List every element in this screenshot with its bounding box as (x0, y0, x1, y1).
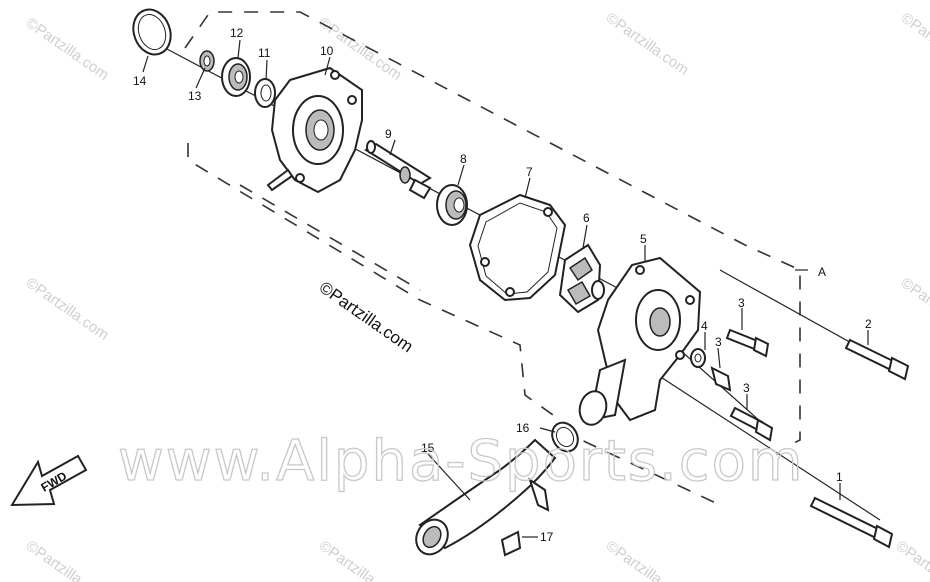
corner-watermark: ©Partzilla.com (603, 537, 692, 582)
part-number: 10 (320, 44, 334, 58)
part-number: 4 (701, 319, 708, 333)
exploded-view-frame (184, 11, 808, 506)
part-number: 3 (738, 296, 745, 310)
bearing (221, 57, 251, 97)
pipe-o-ring (551, 421, 579, 453)
washer (690, 348, 706, 368)
mechanical-seal (436, 184, 468, 226)
part-number: 13 (188, 89, 202, 103)
pump-body (578, 256, 702, 426)
leader-lines (142, 39, 869, 538)
long-bolt-upper (844, 338, 910, 381)
bolt-lower (729, 406, 774, 442)
part-number: 1 (836, 470, 843, 484)
part-number: 7 (526, 165, 533, 179)
part-number-labels: 14 13 12 11 10 9 8 7 6 5 3 2 4 3 3 16 15… (133, 26, 872, 544)
corner-watermark: ©Partzilla.com (603, 9, 692, 79)
drain-bolt (710, 366, 732, 392)
corner-watermark: ©Partzilla.com (23, 537, 112, 582)
water-pipe (415, 438, 557, 556)
long-bolt-lower (809, 496, 894, 549)
part-number: 17 (540, 530, 554, 544)
small-washer (199, 50, 215, 72)
pump-shaft (364, 140, 432, 200)
seal-ring (254, 78, 276, 108)
corner-watermark: ©Partzilla.com (316, 537, 405, 582)
corner-watermark: ©Partzilla.com (23, 14, 112, 84)
part-number: 14 (133, 74, 147, 88)
part-number: 16 (516, 421, 530, 435)
part-number: 8 (460, 152, 467, 166)
bolt-upper (725, 328, 770, 358)
part-number: 11 (258, 46, 271, 60)
forward-direction-arrow: FWD (10, 454, 88, 507)
part-number: 6 (583, 211, 590, 225)
part-number: 9 (385, 127, 392, 141)
part-number: 12 (230, 26, 244, 40)
part-number: 3 (743, 381, 750, 395)
part-number: 3 (715, 335, 722, 349)
corner-watermark: ©Partzilla.com (898, 274, 930, 344)
clamp-bolt (500, 530, 522, 557)
o-ring (132, 8, 172, 56)
section-marker: A (818, 265, 826, 279)
part-number: 15 (421, 441, 435, 455)
corner-watermark: ©Partzilla.com (893, 537, 930, 582)
banner-watermark: www.Alpha-Sports.com (118, 429, 804, 494)
part-number: 2 (865, 317, 872, 331)
gasket (468, 193, 567, 302)
impeller (558, 243, 605, 314)
part-number: 5 (640, 232, 647, 246)
pump-cover-housing (266, 66, 363, 194)
corner-watermark: ©Partzilla.com (23, 274, 112, 344)
corner-watermark: ©Partzilla.com (898, 9, 930, 79)
